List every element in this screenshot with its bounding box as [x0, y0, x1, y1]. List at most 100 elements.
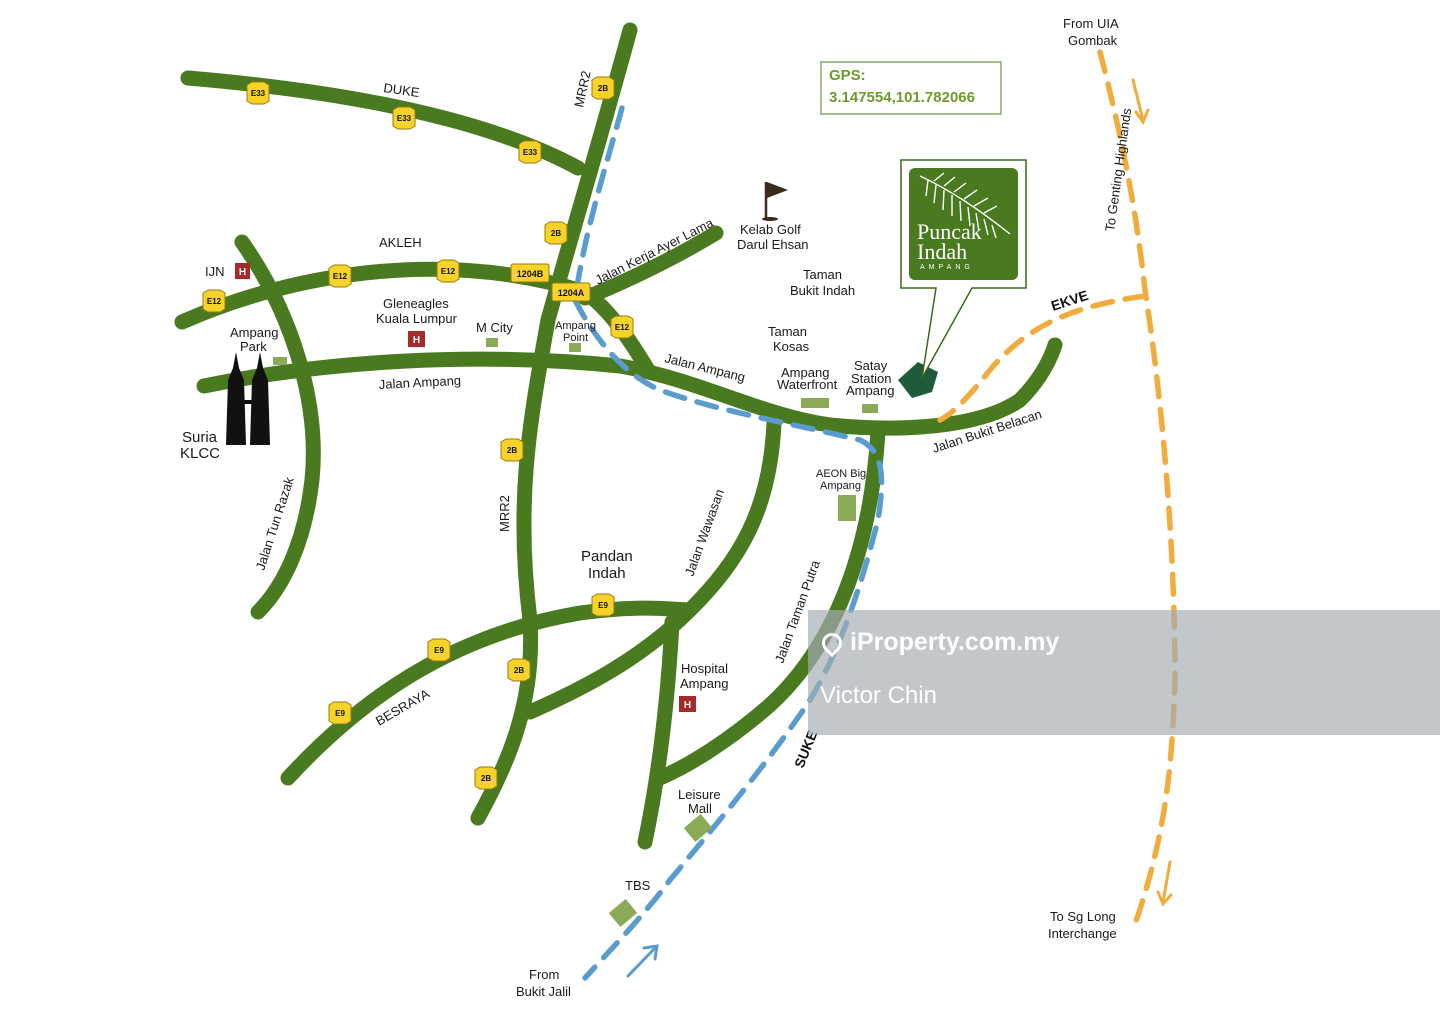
- label-leisure-mall: Leisure: [678, 787, 721, 802]
- route-shields: E33 E33 E33 2B 2B 2B 2B 2B E12 E12 E12 E…: [202, 76, 634, 790]
- label-duke: DUKE: [383, 80, 421, 100]
- label-ampang-point-2: Point: [563, 332, 588, 344]
- svg-text:2B: 2B: [481, 774, 491, 783]
- svg-text:H: H: [684, 700, 691, 711]
- road-jalan-wawasan: [522, 415, 782, 720]
- svg-text:E33: E33: [523, 148, 538, 157]
- satay-station-marker: [862, 404, 878, 413]
- puncak-indah-logo: Puncak Indah AMPANG: [900, 159, 1027, 379]
- shield-1204a: 1204A: [551, 282, 591, 302]
- label-taman-bukit-indah-2: Bukit Indah: [790, 283, 855, 298]
- shield-e9: E9: [427, 638, 451, 662]
- label-ampang-waterfront-2: Waterfront: [777, 377, 838, 392]
- road-besraya: [280, 600, 696, 786]
- label-from-uia: From UIA: [1063, 16, 1119, 31]
- label-satay-station-2: Station: [851, 371, 891, 386]
- svg-text:E9: E9: [335, 709, 345, 718]
- shield-1204b: 1204B: [510, 263, 550, 283]
- label-kelab-golf-2: Darul Ehsan: [737, 237, 809, 252]
- road-jalan-taman-putra: [652, 424, 886, 786]
- svg-text:3.147554,101.782066: 3.147554,101.782066: [829, 89, 975, 106]
- shield-e12: E12: [436, 259, 460, 283]
- svg-text:1204B: 1204B: [517, 269, 544, 279]
- label-aeon-big-2: Ampang: [820, 480, 861, 492]
- label-mrr2-mid: MRR2: [497, 495, 512, 532]
- label-satay-station-3: Ampang: [846, 383, 894, 398]
- label-kelab-golf: Kelab Golf: [740, 222, 801, 237]
- gps-box: GPS: 3.147554,101.782066: [820, 61, 1002, 115]
- svg-text:E12: E12: [441, 267, 456, 276]
- svg-text:Puncak: Puncak: [917, 219, 982, 244]
- shield-e33: E33: [392, 106, 416, 130]
- ampang-point-marker: [569, 343, 581, 352]
- shield-e12: E12: [328, 264, 352, 288]
- label-to-sg-long: To Sg Long: [1050, 909, 1116, 924]
- label-ampang-park: Ampang: [230, 325, 278, 340]
- suke-highway-dash: [572, 105, 885, 981]
- label-from-uia-2: Gombak: [1068, 33, 1118, 48]
- label-m-city: M City: [476, 320, 513, 335]
- label-tbs: TBS: [625, 878, 651, 893]
- map-pin-icon: [817, 629, 847, 658]
- svg-text:E12: E12: [207, 297, 222, 306]
- label-ekve: EKVE: [1049, 287, 1090, 314]
- label-taman-kosas-2: Kosas: [773, 339, 810, 354]
- watermark-brand: iProperty.com.my: [817, 628, 1060, 658]
- svg-text:2B: 2B: [507, 446, 517, 455]
- label-ampang-point: Ampang: [555, 320, 596, 332]
- shield-e33: E33: [518, 140, 542, 164]
- label-leisure-mall-2: Mall: [688, 801, 712, 816]
- watermark-agent: Victor Chin: [820, 682, 937, 709]
- place-labels: From UIA Gombak Kelab Golf Darul Ehsan T…: [180, 16, 1119, 999]
- label-pandan-indah-2: Indah: [588, 565, 626, 582]
- m-city-marker: [486, 338, 498, 347]
- label-satay-station: Satay: [854, 358, 888, 373]
- shield-e33: E33: [246, 81, 270, 105]
- road-mrr2: [470, 22, 638, 826]
- fern-leaf-icon: [919, 172, 1011, 239]
- hospital-gleneagles: H: [408, 331, 425, 347]
- label-suria-klcc-2: KLCC: [180, 445, 220, 462]
- shield-e12: E12: [610, 315, 634, 339]
- shield-2b: 2B: [507, 658, 531, 682]
- label-gleneagles-2: Kuala Lumpur: [376, 311, 458, 326]
- svg-text:H: H: [239, 267, 246, 278]
- arrow-up-icon: [626, 944, 659, 978]
- ampang-waterfront-marker: [801, 398, 829, 408]
- arrow-down-icon: [1156, 860, 1173, 907]
- road-jalan-ampang: [196, 337, 1063, 436]
- svg-text:2B: 2B: [551, 229, 561, 238]
- arrow-down-icon: [1131, 78, 1150, 126]
- ampang-park-marker: [273, 357, 287, 365]
- shield-2b: 2B: [544, 221, 568, 245]
- label-ijn: IJN: [205, 264, 225, 279]
- ekve-highway-dash: [1097, 49, 1178, 933]
- label-aeon-big: AEON Big: [816, 468, 866, 480]
- label-jalan-ampang-west: Jalan Ampang: [378, 373, 461, 392]
- road-hospital-link: [637, 614, 680, 850]
- svg-text:H: H: [413, 335, 420, 346]
- label-hospital-ampang-2: Ampang: [680, 676, 728, 691]
- svg-text:E9: E9: [598, 601, 608, 610]
- puncak-indah-marker: [898, 362, 938, 398]
- label-to-genting: To Genting Highlands: [1102, 107, 1134, 233]
- svg-text:AMPANG: AMPANG: [920, 264, 974, 271]
- shield-e9: E9: [328, 701, 352, 725]
- label-from-bukit-jalil: From: [529, 967, 559, 982]
- leisure-mall-marker: [683, 814, 713, 842]
- tbs-marker: [608, 899, 638, 927]
- svg-text:2B: 2B: [514, 666, 524, 675]
- label-akleh: AKLEH: [379, 235, 422, 250]
- shield-2b: 2B: [474, 766, 498, 790]
- golf-flag-icon: [762, 182, 788, 221]
- label-hospital-ampang: Hospital: [681, 661, 728, 676]
- svg-text:E33: E33: [397, 114, 412, 123]
- watermark-brand-text: iProperty.com.my: [850, 628, 1060, 656]
- label-from-bukit-jalil-2: Bukit Jalil: [516, 984, 571, 999]
- shield-e12: E12: [202, 289, 226, 313]
- label-to-sg-long-2: Interchange: [1048, 926, 1117, 941]
- svg-text:E12: E12: [333, 272, 348, 281]
- label-ampang-waterfront: Ampang: [781, 365, 829, 380]
- hospital-ijn: H: [235, 263, 250, 279]
